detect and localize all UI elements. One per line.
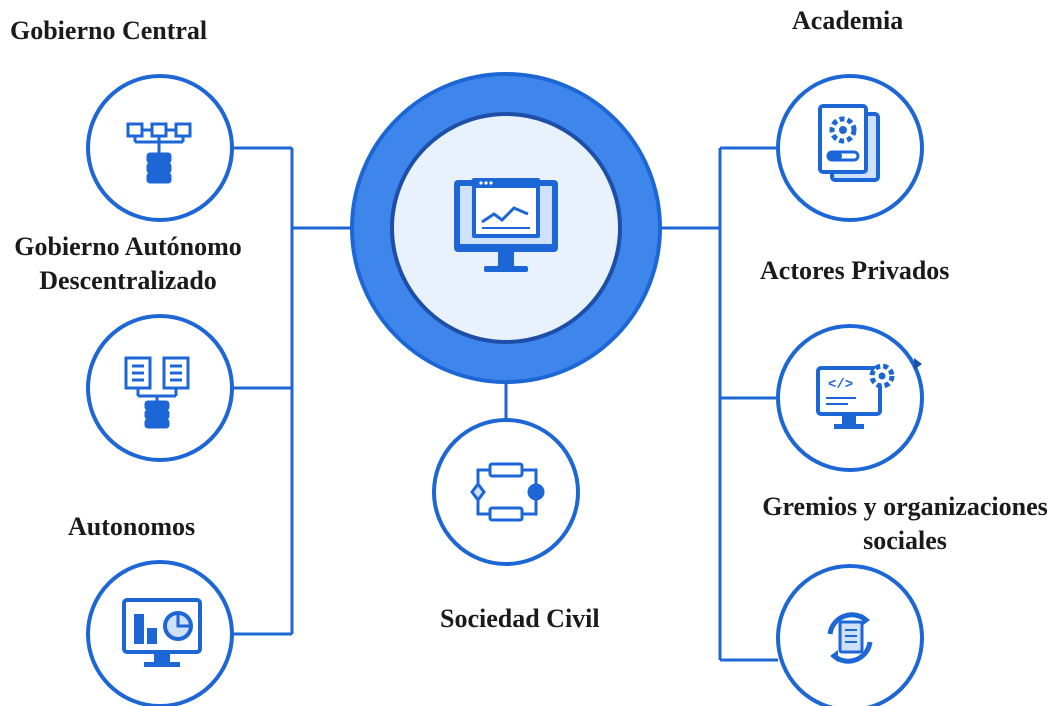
svg-text:</>: </> xyxy=(828,377,853,393)
document-gear-icon xyxy=(818,104,880,182)
node-academia xyxy=(776,74,924,222)
monitor-code-gear-icon: </> xyxy=(816,363,895,429)
document-cycle-icon xyxy=(827,612,873,664)
label-gobierno-autonomo-descentralizado: Gobierno Autónomo Descentralizado xyxy=(10,230,246,298)
label-autonomos: Autonomos xyxy=(68,512,196,541)
connector-lines xyxy=(234,146,778,662)
monitor-analytics-icon xyxy=(122,598,202,667)
label-gobierno-central: Gobierno Central xyxy=(10,16,208,45)
label-academia: Academia xyxy=(792,6,904,35)
node-sociedad-civil xyxy=(432,418,580,566)
label-actores-privados: Actores Privados xyxy=(760,256,950,285)
node-gobierno-central xyxy=(86,74,234,222)
monitor-chart-icon xyxy=(454,178,558,272)
center-hub xyxy=(350,72,662,384)
label-gremios-line2: sociales xyxy=(863,526,947,555)
node-actores-privados: </> xyxy=(776,324,924,472)
org-chart-database-icon xyxy=(126,122,192,184)
workflow-icon xyxy=(470,462,545,522)
documents-database-icon xyxy=(124,356,190,429)
node-gad xyxy=(86,314,234,462)
node-autonomos xyxy=(86,560,234,706)
label-sociedad-civil: Sociedad Civil xyxy=(440,604,600,633)
label-gad-line2: Descentralizado xyxy=(39,266,217,295)
label-gad-line1: Gobierno Autónomo xyxy=(14,232,242,261)
label-gremios: Gremios y organizaciones sociales xyxy=(752,490,1058,558)
label-gremios-line1: Gremios y organizaciones xyxy=(762,492,1048,521)
node-gremios xyxy=(776,564,924,706)
